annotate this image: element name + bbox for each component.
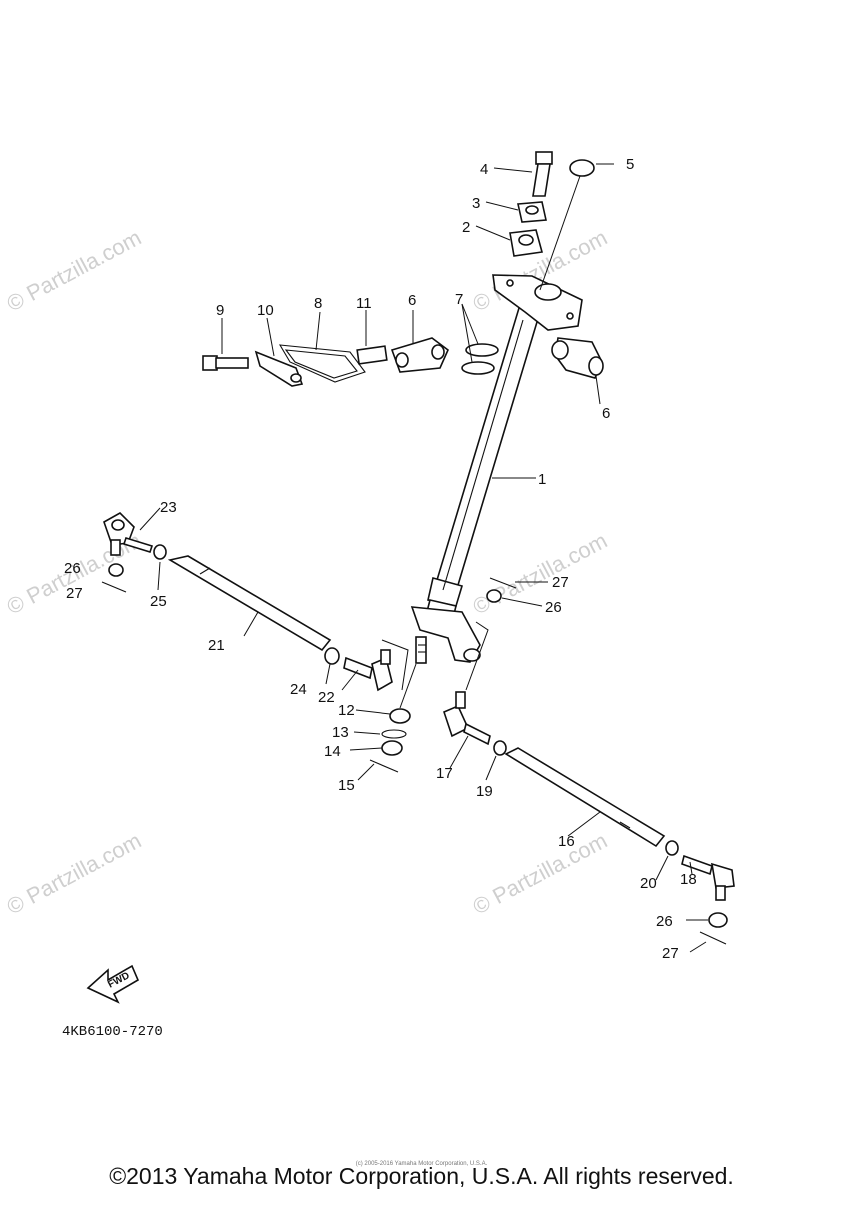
callout-15: 15 xyxy=(338,777,355,794)
callout-3: 3 xyxy=(472,195,480,212)
shaft-bushing-group xyxy=(202,337,499,387)
callout-27-right: 27 xyxy=(662,945,679,962)
callout-25: 25 xyxy=(150,593,167,610)
callout-16: 16 xyxy=(558,833,575,850)
watermark: © Partzilla.com xyxy=(469,828,612,920)
bushing-6-right xyxy=(551,337,604,379)
callout-5: 5 xyxy=(626,156,634,173)
callout-27-left: 27 xyxy=(66,585,83,602)
callout-14: 14 xyxy=(324,743,341,760)
callout-17: 17 xyxy=(436,765,453,782)
callout-13: 13 xyxy=(332,724,349,741)
watermark: © Partzilla.com xyxy=(3,225,146,317)
callout-10: 10 xyxy=(257,302,274,319)
steering-shaft-top-plate xyxy=(492,274,583,331)
callout-8: 8 xyxy=(314,295,322,312)
copyright-notice: ©2013 Yamaha Motor Corporation, U.S.A. A… xyxy=(109,1163,734,1189)
callout-24: 24 xyxy=(290,681,307,698)
small-print: (c) 2005-2016 Yamaha Motor Corporation, … xyxy=(355,1161,488,1167)
callout-22: 22 xyxy=(318,689,335,706)
tie-rod-left xyxy=(101,512,393,692)
callout-21: 21 xyxy=(208,637,225,654)
callout-7: 7 xyxy=(455,291,463,308)
callout-1: 1 xyxy=(538,471,546,488)
shaft-holder xyxy=(509,201,547,257)
cap-5 xyxy=(539,159,595,291)
steering-shaft xyxy=(410,307,542,664)
drawing-code: 4KB6100-7270 xyxy=(62,1024,163,1040)
fwd-arrow: FWD xyxy=(86,964,140,1004)
assembly-lines xyxy=(381,621,489,691)
callout-9: 9 xyxy=(216,302,224,319)
watermark: © Partzilla.com xyxy=(3,828,146,920)
callout-19: 19 xyxy=(476,783,493,800)
callout-4: 4 xyxy=(480,161,488,178)
callout-12: 12 xyxy=(338,702,355,719)
callout-2: 2 xyxy=(462,219,470,236)
callout-20: 20 xyxy=(640,875,657,892)
callout-18: 18 xyxy=(680,871,697,888)
leader-lines xyxy=(139,163,708,953)
callout-26-center: 26 xyxy=(545,599,562,616)
callout-11: 11 xyxy=(356,295,372,312)
tie-rod-right xyxy=(443,577,735,945)
callout-26-right: 26 xyxy=(656,913,673,930)
callout-26-left: 26 xyxy=(64,560,81,577)
bolt-4 xyxy=(532,151,553,197)
callouts: 1 2 3 4 5 6 6 7 8 9 10 11 12 13 14 15 16… xyxy=(64,156,697,962)
callout-27-center: 27 xyxy=(552,574,569,591)
callout-23: 23 xyxy=(160,499,177,516)
callout-6-right: 6 xyxy=(602,405,610,422)
callout-6-left: 6 xyxy=(408,292,416,309)
